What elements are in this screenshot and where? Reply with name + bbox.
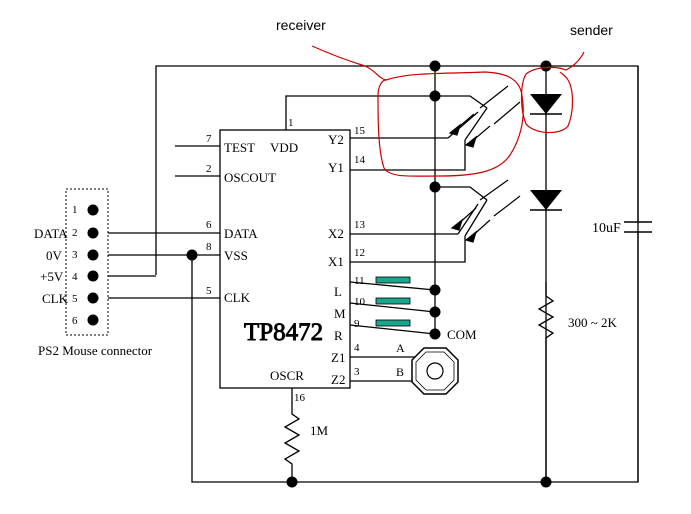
- junctions: [186, 60, 552, 488]
- capacitor-label: 10uF: [592, 221, 621, 236]
- connector-label-clk: CLK: [42, 291, 69, 306]
- resistor-led: [537, 290, 555, 482]
- pin-name-y2: Y2: [328, 132, 344, 147]
- resistor-osc: [283, 410, 301, 467]
- connector-pin-num-2: 2: [72, 227, 78, 239]
- pin-name-oscr: OSCR: [270, 368, 304, 383]
- pin-name-z2: Z2: [331, 372, 345, 387]
- pin-num-x1: 12: [354, 247, 365, 259]
- vdd-pin-wire: [285, 95, 488, 130]
- pin-name-x2: X2: [328, 226, 344, 241]
- y1-wire: [350, 140, 466, 171]
- connector-label-5v: +5V: [40, 269, 64, 284]
- pin-num-vss: 8: [206, 241, 212, 253]
- connector-pin-2: [87, 227, 99, 239]
- ic-body: [219, 129, 351, 389]
- encoder-b-label: B: [396, 365, 404, 379]
- button-middle[interactable]: [375, 297, 411, 305]
- connector-pin-4: [87, 270, 99, 282]
- pin-num-test: 7: [206, 133, 212, 145]
- pin-num-clk: 5: [206, 285, 212, 297]
- pin-num-r: 9: [354, 318, 360, 330]
- pin-num-oscout: 2: [206, 163, 212, 175]
- wheel-encoder: [411, 347, 459, 395]
- resistor-led-label: 300 ~ 2K: [568, 315, 618, 330]
- pin-num-data: 6: [206, 219, 212, 231]
- pin-name-x1: X1: [328, 254, 344, 269]
- ic-name: TP8472: [244, 319, 323, 346]
- pin-name-vdd: VDD: [270, 140, 298, 155]
- receiver-annotation: [311, 45, 524, 177]
- encoder-a-label: A: [396, 341, 405, 355]
- connector-label-0v: 0V: [46, 248, 63, 263]
- connector-label-data: DATA: [34, 226, 68, 241]
- sender-annotation: [520, 51, 585, 134]
- receiver-label: receiver: [276, 17, 326, 33]
- x1-wire: [350, 236, 466, 263]
- connector-pin-num-5: 5: [72, 293, 78, 305]
- pin-num-y2: 15: [354, 125, 366, 137]
- connector-pin-num-3: 3: [72, 249, 78, 261]
- pin-num-l: 11: [354, 275, 365, 287]
- phototransistor-upper: [448, 85, 521, 148]
- led-lower: [530, 190, 562, 211]
- ps2-connector: 1 2 3 4 5 6 DATA 0V +5V CLK PS2 Mouse co…: [34, 188, 153, 358]
- button-left[interactable]: [375, 276, 411, 284]
- wires: [98, 65, 639, 483]
- pin-name-m: M: [334, 306, 346, 321]
- pin-num-vdd: 1: [288, 117, 294, 129]
- connector-title: PS2 Mouse connector: [38, 343, 153, 358]
- ic-tp8472: TP8472 7 TEST 2 OSCOUT 6 DATA 8 VSS 5 CL…: [206, 117, 366, 404]
- pin-name-z1: Z1: [331, 350, 345, 365]
- connector-pin-num-4: 4: [72, 271, 78, 283]
- mouse-buttons: [375, 276, 411, 327]
- pin-num-m: 10: [354, 296, 366, 308]
- pin-name-oscout: OSCOUT: [224, 170, 276, 185]
- resistor-osc-label: 1M: [310, 423, 329, 438]
- capacitor: [624, 221, 652, 482]
- pin-name-test: TEST: [224, 140, 255, 155]
- pin-name-data: DATA: [224, 226, 258, 241]
- com-label: COM: [447, 327, 477, 342]
- sender-label: sender: [570, 22, 613, 38]
- connector-pin-1: [87, 204, 99, 216]
- connector-pin-6: [87, 314, 99, 326]
- led-upper: [530, 94, 562, 115]
- connector-body: [65, 188, 109, 336]
- pin-num-y1: 14: [354, 154, 366, 166]
- pin-name-clk: CLK: [224, 290, 251, 305]
- connector-pin-num-6: 6: [72, 315, 78, 327]
- button-right[interactable]: [375, 319, 411, 327]
- pin-num-x2: 13: [354, 219, 366, 231]
- pin-name-vss: VSS: [224, 248, 248, 263]
- pin-name-l: L: [334, 284, 342, 299]
- phototransistor-lower: [450, 179, 521, 243]
- connector-pin-5: [87, 292, 99, 304]
- connector-pin-3: [87, 249, 99, 261]
- connector-pin-num-1: 1: [72, 204, 78, 216]
- pin-name-r: R: [334, 328, 343, 343]
- pin-num-z2: 3: [354, 366, 360, 378]
- pin-num-oscr: 16: [294, 392, 306, 404]
- pin-name-y1: Y1: [328, 160, 344, 175]
- pin-num-z1: 4: [354, 342, 360, 354]
